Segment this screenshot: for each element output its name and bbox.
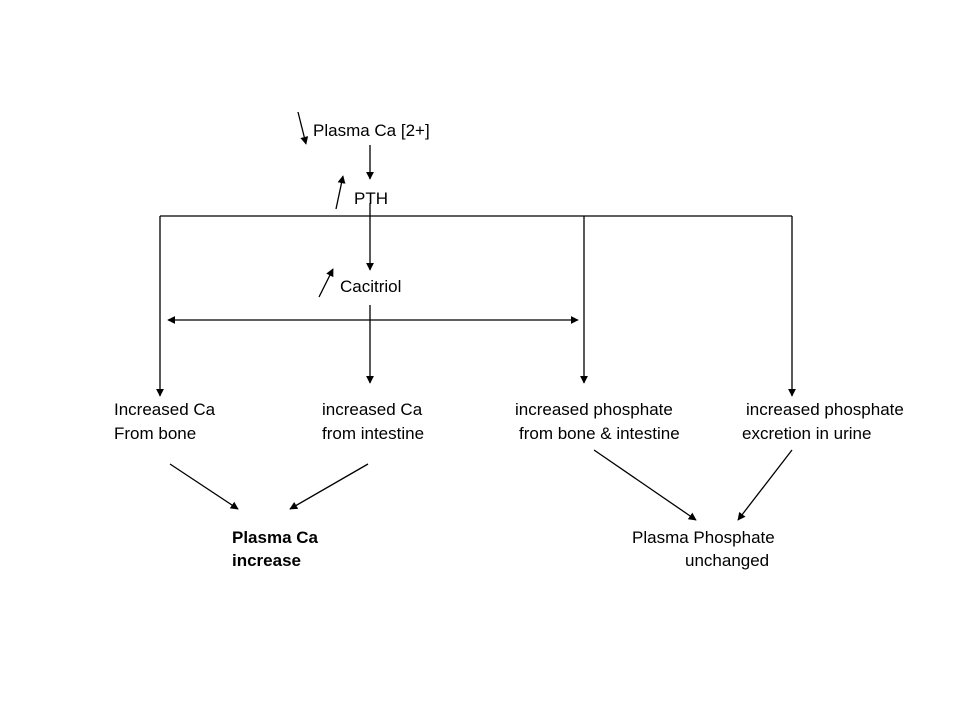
outcome-plasma-ca-line1: Plasma Ca (232, 528, 318, 547)
effect-bone-ca-line1: Increased Ca (114, 400, 216, 419)
arrow-phosphate-urine-to-plasma-phosphate (737, 449, 793, 521)
arrow-phosphate-bone-to-plasma-phosphate (593, 449, 697, 521)
effect-intestine-ca-line1: increased Ca (322, 400, 423, 419)
decrease-indicator-arrow (297, 111, 309, 145)
effect-phosphate-urine-line1: increased phosphate (746, 400, 904, 419)
arrow-intestine-ca-to-plasma-ca (289, 463, 369, 510)
effect-bone-ca-line2: From bone (114, 424, 197, 443)
outcome-plasma-phosphate-line1: Plasma Phosphate (632, 528, 775, 547)
plasma-ca-label: Plasma Ca [2+] (313, 121, 430, 140)
pth-label: PTH (354, 189, 388, 208)
pth-increase-indicator-arrow (335, 175, 346, 210)
cacitriol-label: Cacitriol (340, 277, 402, 296)
effect-phosphate-bone-line1: increased phosphate (515, 400, 673, 419)
effect-phosphate-urine-line2: excretion in urine (742, 424, 872, 443)
effect-intestine-ca-line2: from intestine (322, 424, 425, 443)
effect-phosphate-bone-line2: from bone & intestine (519, 424, 680, 443)
arrow-bone-ca-to-plasma-ca (169, 463, 239, 510)
outcome-plasma-ca-line2: increase (232, 551, 301, 570)
outcome-plasma-phosphate-line2: unchanged (685, 551, 770, 570)
cacitriol-increase-indicator-arrow (318, 268, 334, 298)
